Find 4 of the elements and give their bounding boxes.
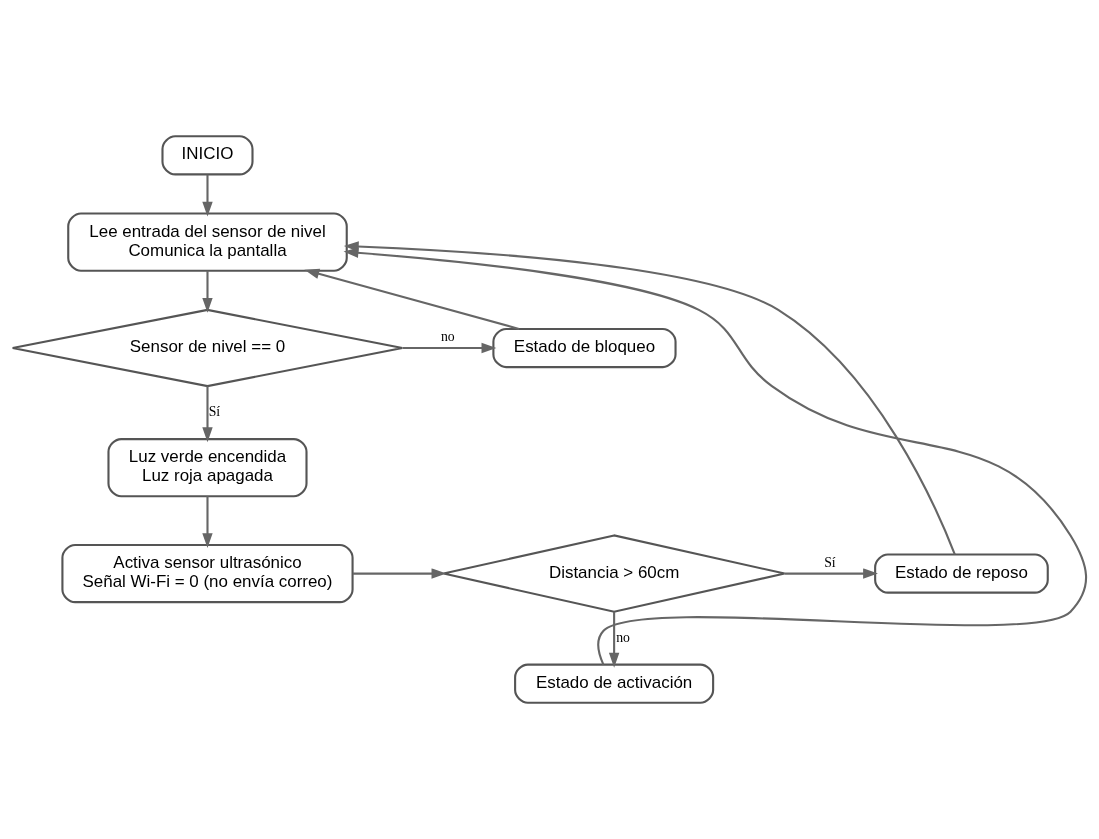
edge-label: no	[440, 329, 455, 345]
edge-label: Sí	[824, 554, 836, 570]
edge-label: no	[616, 629, 630, 645]
edge-label: Sí	[208, 404, 221, 420]
